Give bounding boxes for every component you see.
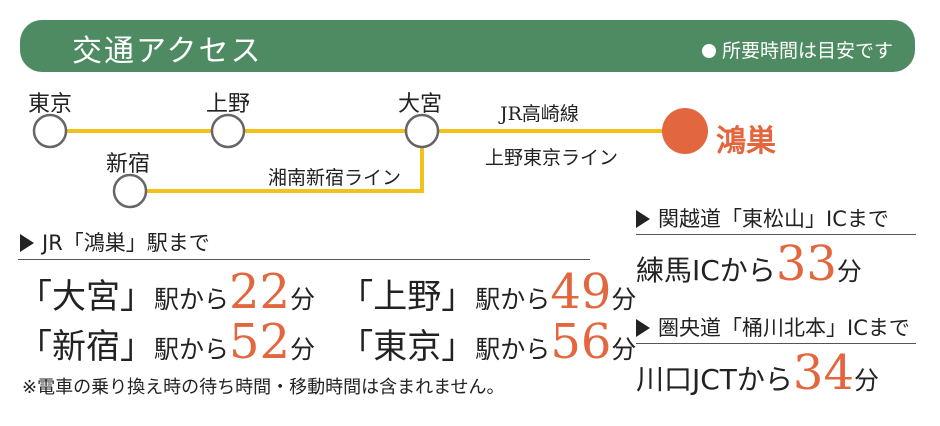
car-divider-1	[636, 234, 916, 235]
line-label-ueno-tokyo: 上野東京ライン	[485, 147, 619, 169]
train-station-tokyo: 「東京」	[339, 327, 476, 367]
station-label-tokyo: 東京	[28, 92, 73, 117]
station-label-shinjuku: 新宿	[106, 152, 151, 177]
station-node-tokyo	[32, 113, 68, 149]
car-origin-kawaguchi: 川口JCTから	[636, 363, 793, 396]
train-suffix: 駅から	[154, 285, 230, 314]
car-unit: 分	[854, 366, 880, 395]
car-unit: 分	[836, 257, 862, 286]
train-unit: 分	[290, 335, 316, 364]
station-node-ueno	[210, 113, 246, 149]
triangle-right-icon	[636, 210, 650, 228]
shonan-shinjuku-line	[130, 131, 424, 193]
train-station-shinjuku: 「新宿」	[18, 327, 154, 367]
car-minutes-nerima: 33	[775, 236, 837, 292]
train-minutes-shinjuku: 52	[229, 314, 291, 370]
car-heading-2-text: 圏央道「桶川北本」ICまで	[658, 316, 910, 340]
route-map	[32, 108, 708, 209]
page-title: 交通アクセス	[72, 34, 263, 69]
train-row-1: 「大宮」駅から22分 「上野」駅から49分	[18, 268, 636, 318]
train-row-2: 「新宿」駅から52分 「東京」駅から56分	[18, 318, 636, 368]
station-label-ueno: 上野	[206, 92, 251, 117]
train-heading-text: JR「鴻巣」駅まで	[42, 231, 210, 255]
car-minutes-kawaguchi: 34	[792, 345, 854, 401]
header-note-text: 所要時間は目安です	[721, 40, 893, 62]
train-footnote: ※電車の乗り換え時の待ち時間・移動時間は含まれません。	[22, 377, 505, 398]
car-divider-2	[636, 343, 916, 344]
station-node-konosu	[662, 108, 708, 154]
bullet-dot-icon	[701, 44, 716, 58]
train-suffix: 駅から	[475, 285, 551, 314]
station-node-shinjuku	[112, 173, 148, 209]
train-station-omiya: 「大宮」	[18, 277, 154, 317]
station-label-konosu: 鴻巣	[716, 124, 776, 159]
header-banner: 交通アクセス 所要時間は目安です	[20, 20, 915, 72]
train-suffix: 駅から	[154, 335, 230, 364]
line-label-shonan-shinjuku: 湘南新宿ライン	[268, 167, 402, 189]
car-row-2: 川口JCTから34分	[636, 349, 879, 398]
train-minutes-tokyo: 56	[550, 314, 612, 370]
car-heading-1-text: 関越道「東松山」ICまで	[658, 207, 889, 231]
train-station-ueno: 「上野」	[339, 277, 476, 317]
train-divider	[18, 259, 590, 260]
triangle-right-icon	[636, 319, 650, 337]
car-origin-nerima: 練馬ICから	[636, 254, 776, 287]
train-unit: 分	[611, 285, 637, 314]
triangle-right-icon	[20, 234, 34, 252]
car-heading-1: 関越道「東松山」ICまで	[636, 203, 889, 233]
train-suffix: 駅から	[475, 335, 551, 364]
line-label-takasaki: JR高崎線	[500, 103, 579, 125]
train-unit: 分	[611, 335, 637, 364]
station-node-omiya	[404, 113, 440, 149]
train-minutes-omiya: 22	[229, 264, 291, 320]
train-heading: JR「鴻巣」駅まで	[20, 227, 210, 257]
train-unit: 分	[290, 285, 316, 314]
header-note: 所要時間は目安です	[701, 36, 893, 63]
train-minutes-ueno: 49	[550, 264, 612, 320]
car-heading-2: 圏央道「桶川北本」ICまで	[636, 312, 910, 342]
car-row-1: 練馬ICから33分	[636, 240, 862, 289]
station-label-omiya: 大宮	[398, 92, 443, 117]
